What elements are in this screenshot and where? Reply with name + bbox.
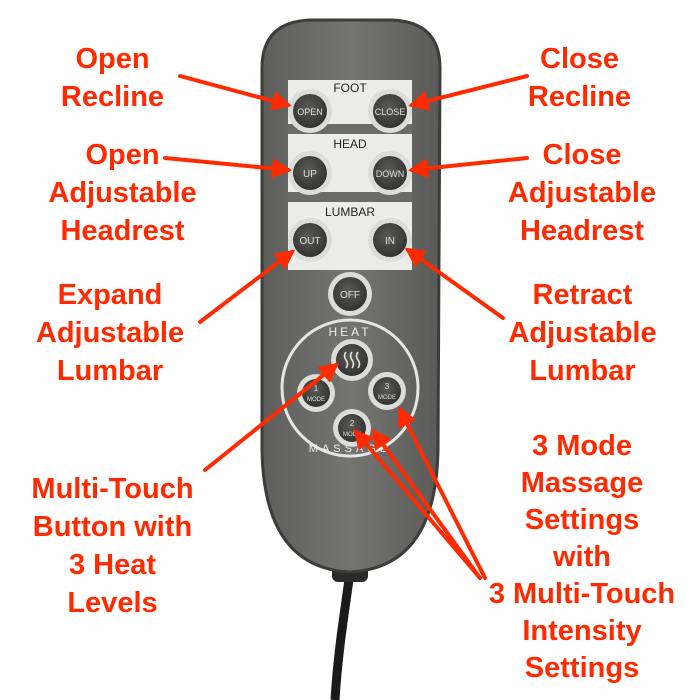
label-open-headrest-line-2: Adjustable [48, 177, 197, 209]
label-open-headrest: Open Adjustable Headrest [40, 136, 205, 250]
label-retract-lumbar-line-2: Adjustable [508, 317, 657, 349]
close-button[interactable]: CLOSE [368, 89, 412, 133]
down-button-label: DOWN [376, 169, 405, 179]
arrow-close-recline [408, 74, 529, 111]
label-close-headrest-line-2: Adjustable [507, 177, 657, 209]
up-button-label: UP [303, 169, 317, 180]
mode-2-label: MODE [343, 432, 361, 438]
open-button[interactable]: OPEN [288, 89, 332, 133]
label-massage-settings-line-1: 3 Mode [532, 430, 632, 462]
label-expand-lumbar-line-1: Expand [57, 279, 163, 311]
arrow-open-recline [178, 74, 292, 111]
lumbar-label: LUMBAR [325, 205, 375, 219]
label-expand-lumbar: Expand Adjustable Lumbar [20, 276, 200, 390]
massage-dial-ring [280, 318, 420, 458]
label-close-headrest: Close Adjustable Headrest [497, 136, 667, 250]
label-retract-lumbar: Retract Adjustable Lumbar [495, 276, 670, 390]
label-close-recline-line-1: Close [540, 43, 619, 75]
arrow-mode-3 [398, 406, 487, 580]
label-expand-lumbar-line-2: Adjustable [35, 317, 185, 349]
up-button[interactable]: UP [288, 151, 332, 195]
label-massage-settings-line-2: Massage [520, 467, 644, 499]
in-button[interactable]: IN [368, 218, 412, 262]
label-open-recline: Open Recline [50, 40, 175, 116]
label-massage-settings-line-4: with [553, 541, 611, 573]
mode-3-number: 3 [385, 382, 390, 391]
down-button[interactable]: DOWN [368, 151, 412, 195]
off-button[interactable]: OFF [328, 272, 372, 316]
mode-1-number: 1 [314, 384, 319, 393]
arrow-mode-2 [371, 428, 482, 580]
panel-divider-2 [288, 192, 412, 202]
mode-3-button[interactable]: 3 MODE [368, 372, 406, 410]
panel-divider-1 [288, 124, 412, 134]
label-massage-settings-line-3: Settings [524, 504, 640, 536]
off-button-label: OFF [340, 290, 360, 301]
mode-1-label: MODE [307, 397, 325, 403]
label-close-headrest-line-1: Close [542, 139, 622, 171]
label-massage-settings: 3 Mode Massage Settings with 3 Multi-Tou… [477, 428, 687, 687]
arrow-retract-lumbar [404, 247, 505, 320]
label-open-recline-line-2: Recline [60, 81, 165, 113]
out-button[interactable]: OUT [288, 218, 332, 262]
close-button-label: CLOSE [375, 107, 406, 117]
out-button-label: OUT [299, 236, 320, 247]
label-heat-button-line-3: 3 Heat [68, 549, 157, 581]
foot-label: FOOT [333, 81, 367, 95]
arrow-mode-1 [353, 428, 482, 580]
label-expand-lumbar-line-3: Lumbar [56, 355, 164, 387]
label-retract-lumbar-line-1: Retract [532, 279, 633, 311]
label-open-recline-line-1: Open [75, 43, 150, 75]
in-button-label: IN [385, 236, 395, 247]
arrow-close-headrest [408, 156, 529, 179]
label-close-headrest-line-3: Headrest [519, 215, 645, 247]
label-open-headrest-line-1: Open [85, 139, 160, 171]
label-heat-button: Multi-Touch Button with 3 Heat Levels [10, 470, 215, 622]
open-button-label: OPEN [297, 107, 323, 117]
head-label: HEAD [333, 137, 367, 151]
label-massage-settings-line-7: Settings [524, 652, 640, 684]
arrow-open-headrest [163, 156, 292, 179]
mode-2-number: 2 [350, 419, 355, 428]
label-close-recline-line-2: Recline [527, 81, 632, 113]
remote-cord [330, 571, 355, 700]
heat-button[interactable] [331, 339, 373, 381]
heat-label: HEAT [328, 325, 371, 339]
label-retract-lumbar-line-3: Lumbar [529, 355, 636, 387]
label-open-headrest-line-3: Headrest [60, 215, 185, 247]
arrow-expand-lumbar [198, 249, 296, 324]
heat-waves-icon [343, 351, 361, 369]
label-close-recline: Close Recline [517, 40, 642, 116]
arrow-heat-button [203, 362, 340, 472]
label-heat-button-line-1: Multi-Touch [31, 473, 194, 505]
mode-3-label: MODE [378, 395, 396, 401]
label-heat-button-line-2: Button with [32, 511, 193, 543]
label-heat-button-line-4: Levels [67, 587, 158, 619]
label-massage-settings-line-6: Intensity [522, 615, 642, 647]
label-massage-settings-line-5: 3 Multi-Touch [488, 578, 676, 610]
